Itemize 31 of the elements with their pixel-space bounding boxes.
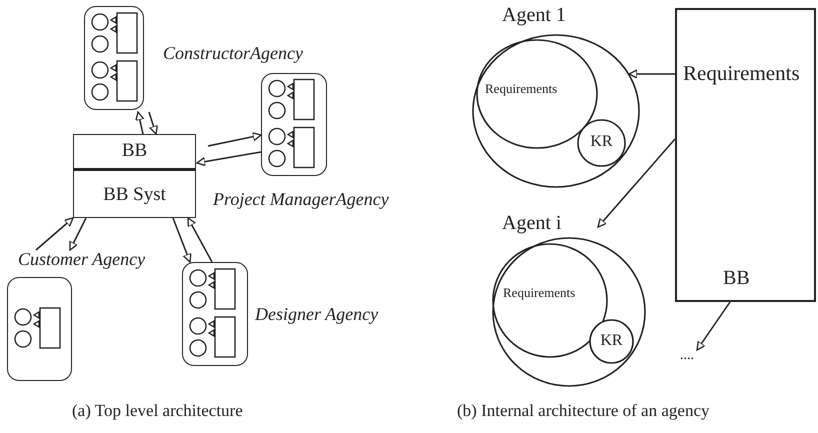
- agent-label: Agent 1: [502, 4, 566, 26]
- arrow: [628, 69, 675, 79]
- ellipsis-text: ....: [680, 348, 694, 364]
- circle-label: KR: [599, 332, 624, 350]
- board-section: [73, 168, 196, 218]
- arrow: [172, 218, 192, 263]
- arrow: [597, 138, 676, 228]
- board-section: [73, 134, 196, 168]
- arrow: [187, 217, 213, 262]
- arrow: [148, 112, 158, 135]
- agency-name: Project ManagerAgency: [213, 190, 389, 210]
- arrow: [196, 151, 262, 166]
- blackboard-box: [675, 8, 816, 302]
- circle-label: Requirements: [485, 82, 558, 96]
- arrow: [36, 217, 74, 251]
- box-label: BB: [120, 141, 148, 162]
- box-label: BB Syst: [102, 185, 167, 206]
- arrow: [208, 132, 262, 147]
- circle-label: KR: [589, 133, 614, 151]
- agency-name: Customer Agency: [18, 250, 146, 270]
- caption: (a) Top level architecture: [72, 401, 243, 421]
- board-label: BB: [723, 267, 750, 289]
- arrow: [135, 111, 144, 134]
- board-label: Requirements: [683, 62, 800, 86]
- arrow: [69, 218, 87, 251]
- arrow: [696, 302, 731, 351]
- agent-label: Agent i: [502, 212, 562, 234]
- agency-name: ConstructorAgency: [163, 44, 303, 64]
- circle-label: Requirements: [503, 286, 576, 300]
- caption: (b) Internal architecture of an agency: [457, 401, 710, 421]
- agency-name: Designer Agency: [255, 305, 378, 325]
